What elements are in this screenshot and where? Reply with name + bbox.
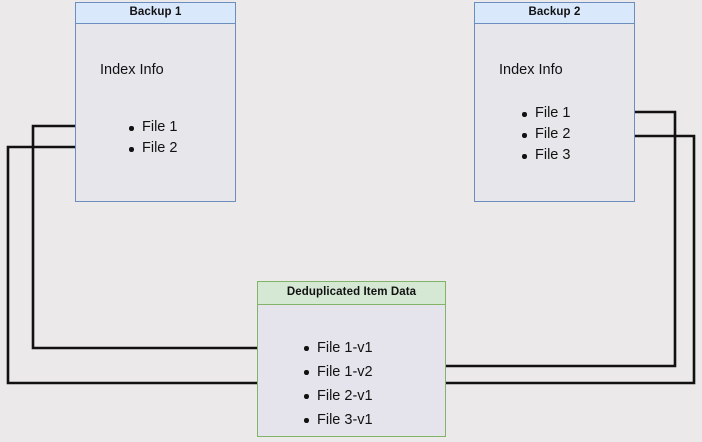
deduplicated-item-data-box[interactable]: Deduplicated Item Data File 1-v1 File 1-… [257,281,446,437]
list-item[interactable]: File 3-v1 [302,408,373,432]
deduplicated-item-data-title: Deduplicated Item Data [258,282,445,305]
list-item[interactable]: File 2-v1 [302,384,373,408]
backup-2-file-list: File 1 File 2 File 3 [520,103,570,166]
backup-1-box[interactable]: Backup 1 Index Info File 1 File 2 [75,2,236,202]
backup-2-title: Backup 2 [475,3,634,24]
list-item[interactable]: File 2 [127,138,177,159]
backup-2-box[interactable]: Backup 2 Index Info File 1 File 2 File 3 [474,2,635,202]
deduplicated-item-data-body: File 1-v1 File 1-v2 File 2-v1 File 3-v1 [258,305,445,436]
list-item[interactable]: File 2 [520,124,570,145]
backup-1-file-list: File 1 File 2 [127,117,177,159]
backup-1-heading: Index Info [100,62,164,78]
list-item[interactable]: File 1 [520,103,570,124]
deduplicated-file-list: File 1-v1 File 1-v2 File 2-v1 File 3-v1 [302,336,373,432]
backup-2-heading: Index Info [499,62,563,78]
backup-2-body: Index Info File 1 File 2 File 3 [475,24,634,201]
backup-1-title: Backup 1 [76,3,235,24]
backup-1-body: Index Info File 1 File 2 [76,24,235,201]
list-item[interactable]: File 3 [520,145,570,166]
list-item[interactable]: File 1-v2 [302,360,373,384]
list-item[interactable]: File 1 [127,117,177,138]
list-item[interactable]: File 1-v1 [302,336,373,360]
